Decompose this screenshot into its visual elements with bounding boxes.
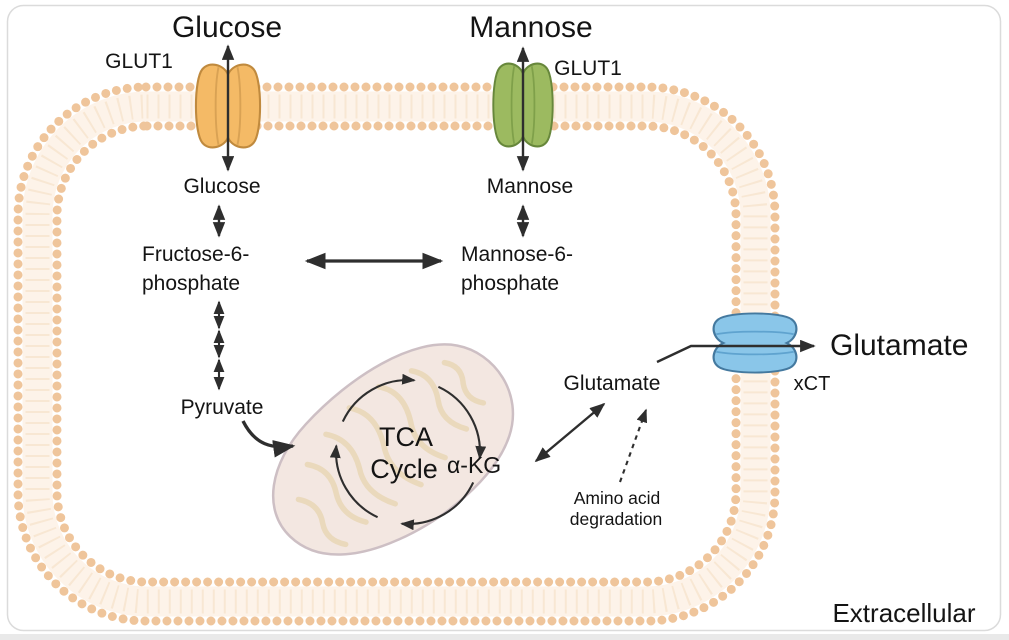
- glutamate-export-arrow: [656, 339, 816, 364]
- tca-arc-right: [437, 385, 487, 460]
- amino-acid-degradation-label-line2: degradation: [570, 509, 662, 529]
- xct-inner-line-left: [716, 330, 794, 336]
- mannose-extracellular-label: Mannose: [469, 11, 592, 44]
- amino-acid-degradation-arrow: [619, 408, 647, 483]
- mannose-6-phosphate-label-line2: phosphate: [461, 272, 559, 295]
- extracellular-label: Extracellular: [832, 598, 975, 628]
- glut1-mannose-inner-line-right: [530, 66, 536, 144]
- mannose-intracellular-label: Mannose: [487, 175, 573, 198]
- bottom-strip: [0, 634, 1009, 640]
- fructose-6-phosphate-label-line1: Fructose-6-: [142, 243, 249, 266]
- glutamate-intracellular-label: Glutamate: [564, 372, 661, 395]
- glut1-glucose-inner-line-left: [214, 67, 220, 145]
- pyruvate-to-mitochondrion-arrow: [241, 420, 296, 458]
- glut1-glucose-inner-line-right: [236, 67, 242, 145]
- xct-label: xCT: [794, 373, 831, 395]
- akg-glutamate-arrow: [534, 402, 606, 463]
- tca-cycle-arrows: [329, 373, 487, 531]
- mannose-6-phosphate-label-line1: Mannose-6-: [461, 243, 573, 266]
- fructose-6-phosphate-label-line2: phosphate: [142, 272, 240, 295]
- diagram-labels: Glucose Mannose GLUT1 GLUT1 Glucose Mann…: [105, 11, 976, 628]
- tca-arc-left: [329, 444, 379, 519]
- xct-body: [712, 312, 798, 374]
- pyruvate-label: Pyruvate: [181, 396, 264, 419]
- glut1-mannose-inner-line-left: [510, 66, 516, 144]
- tca-arc-bottom: [400, 481, 475, 531]
- tca-arc-top: [341, 373, 416, 423]
- alpha-kg-label: α-KG: [447, 452, 501, 478]
- xct-transporter: [712, 312, 798, 374]
- tca-cycle-label-line1: TCA: [379, 422, 433, 452]
- mitochondrion-cristae: [295, 359, 487, 548]
- membrane-outer-leaflet: [13, 82, 780, 626]
- pathway-arrows: [212, 44, 816, 483]
- glutamate-extracellular-label: Glutamate: [830, 329, 968, 362]
- xct-inner-line-right: [716, 350, 794, 356]
- figure-border: [6, 4, 1002, 632]
- glucose-extracellular-label: Glucose: [172, 11, 282, 44]
- glucose-intracellular-label: Glucose: [183, 175, 260, 198]
- glut1-mannose-label: GLUT1: [554, 57, 622, 80]
- tca-cycle-label-line2: Cycle: [370, 454, 438, 484]
- amino-acid-degradation-label-line1: Amino acid: [574, 488, 661, 508]
- glut1-glucose-label: GLUT1: [105, 50, 173, 73]
